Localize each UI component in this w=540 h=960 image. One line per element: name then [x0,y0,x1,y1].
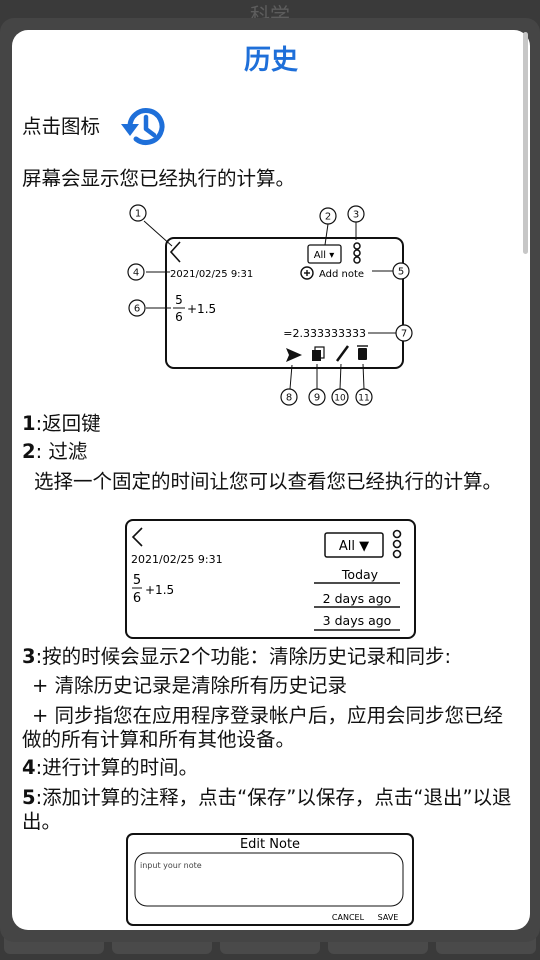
item-3: 3:按的时候会显示2个功能：清除历史记录和同步: [22,645,452,668]
note-input-placeholder: input your note [140,861,202,870]
callout-circle [129,204,147,222]
back-icon [131,527,143,547]
callout-circle [392,262,410,280]
add-note-label: Add note [319,269,364,280]
item-2-description: 选择一个固定的时间让您可以查看您已经执行的计算。 [34,470,503,493]
callout-circle [395,324,413,342]
save-button: SAVE [378,913,399,922]
history-icon [121,108,165,145]
delete-icon [358,348,367,360]
callout-number: 9 [314,393,320,404]
callout-number: 8 [286,393,292,404]
callout-circle [319,207,337,225]
screen-description: 屏幕会显示您已经执行的计算。 [22,167,296,190]
callout-circle [127,263,145,281]
back-icon [169,241,181,263]
callout-number: 4 [133,268,139,279]
fraction-denominator: 6 [175,310,183,324]
cancel-button: CANCEL [332,913,365,922]
item-4: 4:进行计算的时间。 [22,756,199,779]
callout-circle [347,205,365,223]
callout-circle [308,388,326,406]
filter-option-today: Today [341,567,379,582]
history-screen-diagram: All ▾ 2021/02/25 9:31 Add note 5 6 +1.5 … [127,204,413,406]
filter-dropdown: All ▼ [339,539,369,554]
edit-note-title: Edit Note [240,837,300,852]
callout-number: 1 [135,209,141,220]
add-note-icon [300,266,314,280]
edit-note-diagram: Edit Note input your note CANCEL SAVE [126,833,414,926]
item-1: 1:返回键 [22,412,101,435]
callout-circle [355,388,373,406]
expression-rest: +1.5 [145,583,174,597]
result-value: =2.333333333 [283,327,366,340]
callout-number: 7 [401,329,407,340]
entry-date: 2021/02/25 9:31 [131,553,223,566]
fraction-numerator: 5 [175,293,183,307]
intro-label: 点击图标 [22,115,101,138]
edit-icon [335,345,350,362]
page-title: 历史 [244,45,298,76]
help-card: 历史 点击图标 屏幕会显示您已经执行的计算。 All ▾ 2021/02/25 … [12,30,530,930]
callout-circle [128,299,146,317]
copy-icon [312,350,321,361]
filter-option-2-days: 2 days ago [323,591,392,606]
callout-number: 5 [398,267,404,278]
filter-option-3-days: 3 days ago [323,613,392,628]
filter-diagram: 2021/02/25 9:31 5 6 +1.5 All ▼ Today 2 d… [125,519,416,639]
send-icon [286,348,302,362]
item-3-bullet-1: + 清除历史记录是清除所有历史记录 [32,674,348,697]
item-2: 2: 过滤 [22,440,88,463]
callout-circle [280,388,298,406]
item-3-bullet-2: + 同步指您在应用程序登录帐户后，应用会同步您已经做的所有计算和所有其他设备。 [22,704,504,751]
entry-date: 2021/02/25 9:31 [170,269,253,280]
callout-number: 2 [325,212,331,223]
filter-dropdown: All ▾ [314,250,335,261]
item-5: 5:添加计算的注释，点击“保存”以保存，点击“退出”以退出。 [22,786,512,833]
expression-rest: +1.5 [187,302,216,316]
callout-number: 6 [134,304,140,315]
fraction-numerator: 5 [133,573,141,588]
callout-circle [331,388,349,406]
fraction-denominator: 6 [133,591,141,606]
callout-number: 10 [334,394,346,404]
callout-number: 3 [353,210,359,221]
callout-number: 11 [358,394,369,404]
scrollbar[interactable] [523,32,528,254]
